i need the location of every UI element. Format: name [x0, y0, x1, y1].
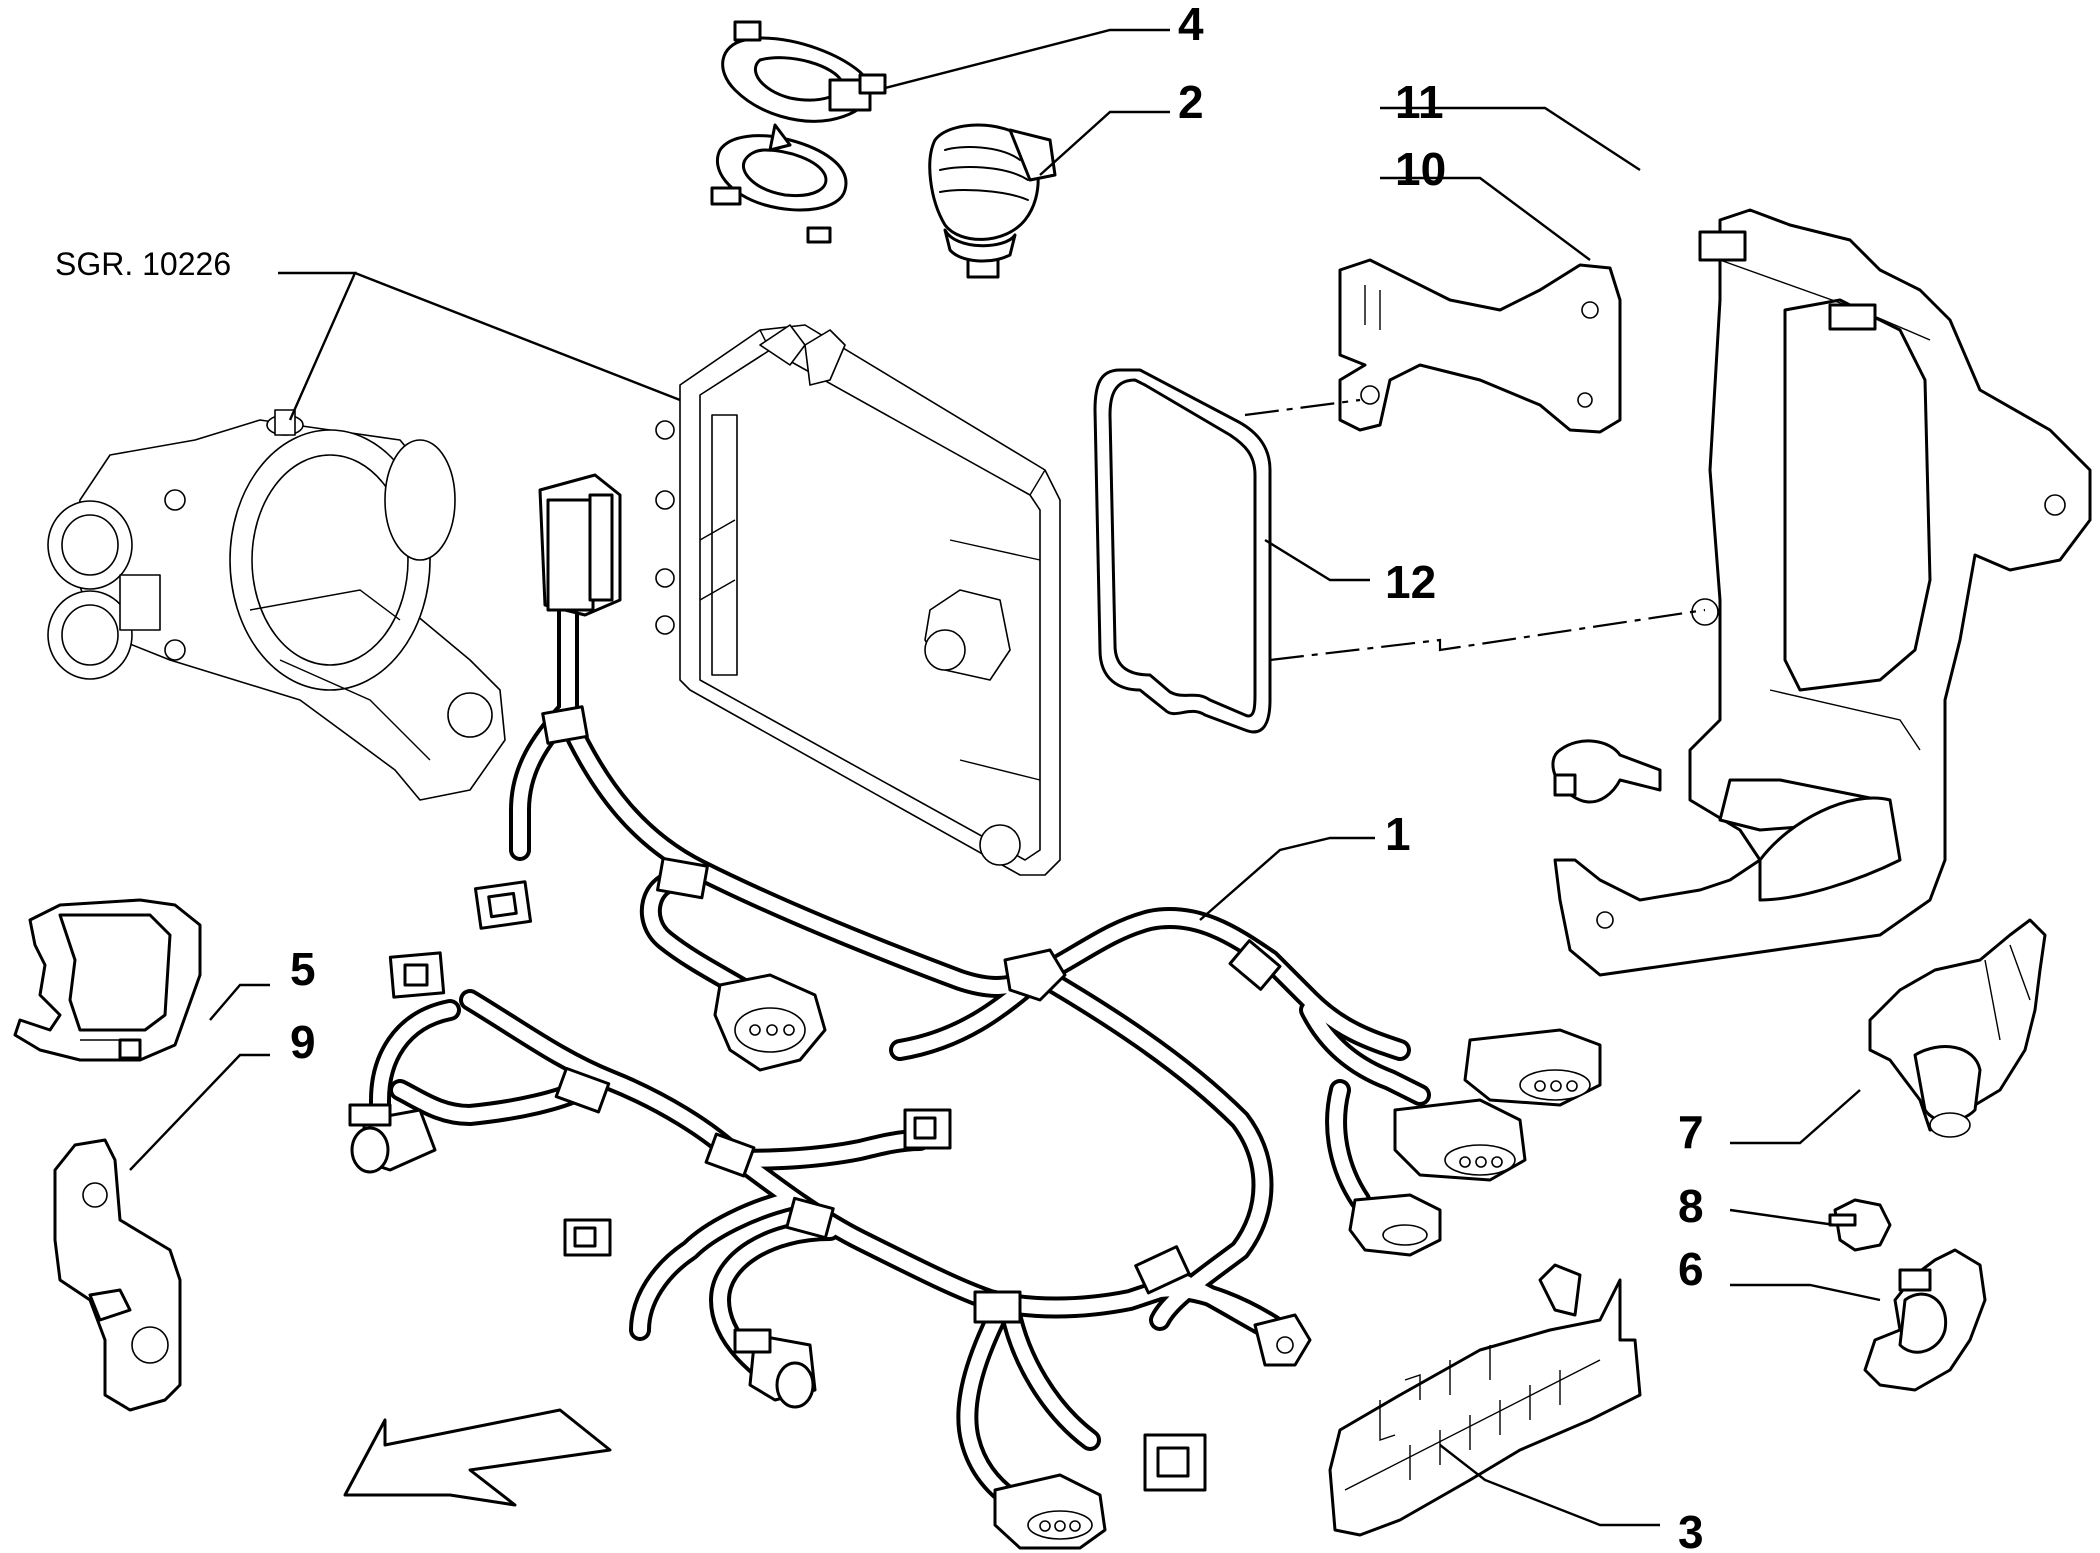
callout-7: 7 — [1678, 1106, 1704, 1158]
part-10-small-bracket — [1338, 258, 1622, 434]
sensor-plug-right — [1253, 1313, 1312, 1367]
throttle-body-reference-part — [47, 409, 506, 801]
square-plug-bottom — [1143, 1433, 1207, 1492]
part-5-clip — [13, 898, 202, 1062]
connector-ecu-branch — [713, 973, 827, 1072]
callout-11: 11 — [1395, 76, 1444, 128]
callout-3: 3 — [1678, 1506, 1704, 1553]
ecu-reference-part — [655, 324, 1061, 876]
part-4-double-clip — [710, 20, 887, 244]
part-7-grommet-clip — [1868, 918, 2047, 1138]
callout-9: 9 — [290, 1016, 316, 1068]
connector-right-1 — [1463, 1028, 1602, 1107]
connector-right-2 — [1393, 1098, 1527, 1182]
assembly-lines — [1244, 398, 1706, 662]
part-1-wiring-harness — [348, 473, 1602, 1550]
callout-8: 8 — [1678, 1180, 1704, 1232]
sensor-plug-mid — [733, 1328, 817, 1409]
square-plug-mid — [903, 1108, 952, 1150]
leader-lines — [129, 28, 1881, 1527]
sensor-plug-left — [348, 1103, 437, 1174]
part-8-small-clip — [1828, 1198, 1892, 1252]
connector-right-3 — [1348, 1193, 1442, 1257]
callout-5: 5 — [290, 943, 316, 995]
callout-2: 2 — [1178, 76, 1204, 128]
part-6-hose-clamp — [1863, 1248, 1987, 1392]
square-plug-lower-left — [563, 1218, 612, 1257]
callout-1: 1 — [1385, 808, 1411, 860]
callout-6: 6 — [1678, 1243, 1704, 1295]
part-3-connector-strip — [1328, 1263, 1642, 1537]
part-11-support-bracket — [1551, 208, 2092, 977]
connector-bottom — [993, 1473, 1107, 1550]
callout-12: 12 — [1385, 556, 1436, 608]
part-9-angle-bracket — [53, 1138, 182, 1412]
callout-4: 4 — [1178, 0, 1204, 50]
reference-label: SGR. 10226 — [55, 246, 231, 282]
callout-10: 10 — [1395, 143, 1446, 195]
callout-labels: 4 2 11 10 12 1 5 9 7 8 6 3 — [290, 0, 1704, 1553]
square-plug-top-left — [388, 951, 446, 999]
reference-leader — [278, 271, 681, 421]
direction-arrow-icon — [343, 1408, 612, 1507]
part-12-gasket-plate — [1093, 368, 1272, 734]
part-2-sleeve-clip — [928, 123, 1057, 279]
